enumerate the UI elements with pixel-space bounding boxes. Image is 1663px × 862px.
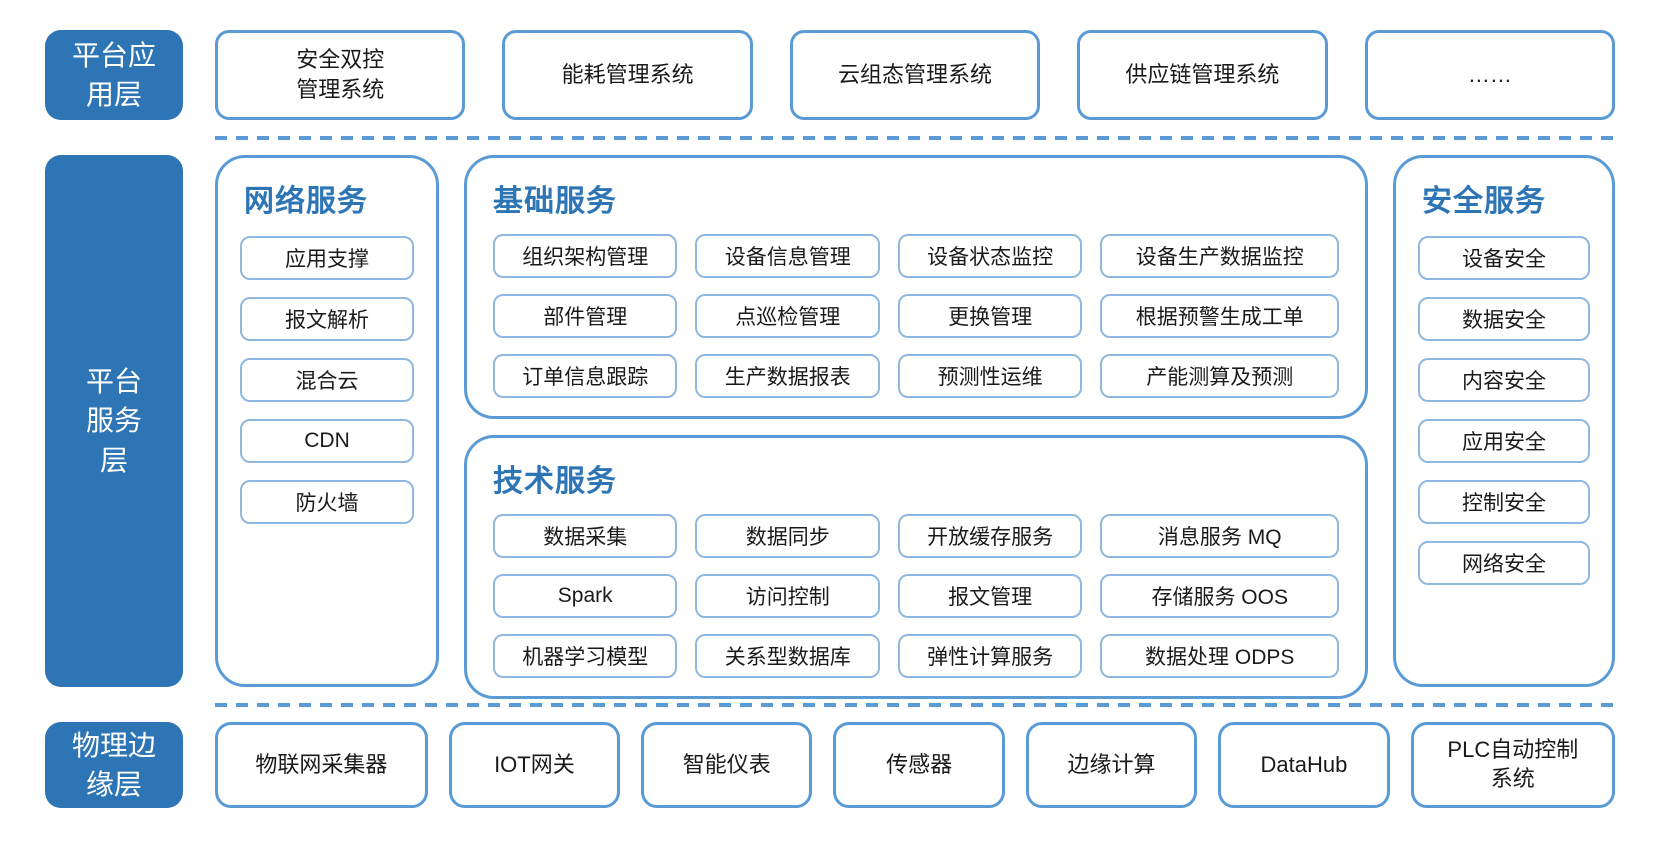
service-item: 数据安全 bbox=[1418, 297, 1590, 341]
basic-services-title: 基础服务 bbox=[493, 185, 617, 218]
service-item: 数据处理 ODPS bbox=[1100, 634, 1340, 678]
technical-services-title: 技术服务 bbox=[493, 465, 617, 498]
service-item: 设备状态监控 bbox=[897, 234, 1083, 278]
application-systems: 安全双控 管理系统 能耗管理系统 云组态管理系统 供应链管理系统 …… bbox=[215, 30, 1616, 120]
network-services-panel: 网络服务 应用支撑 报文解析 混合云 CDN 防火墙 bbox=[215, 155, 439, 687]
application-layer-label: 平台应 用层 bbox=[45, 30, 183, 120]
edge-device-box: IOT网关 bbox=[448, 722, 621, 808]
service-item: 数据同步 bbox=[695, 514, 880, 558]
physical-edge-layer-row: 物理边 缘层 物联网采集器 IOT网关 智能仪表 传感器 边缘计算 DataHu… bbox=[45, 722, 1616, 808]
app-system-box: 供应链管理系统 bbox=[1077, 30, 1328, 120]
service-item: 设备生产数据监控 bbox=[1100, 234, 1340, 278]
service-item: 预测性运维 bbox=[897, 354, 1083, 398]
service-item: 消息服务 MQ bbox=[1100, 514, 1340, 558]
service-item: 混合云 bbox=[240, 358, 414, 402]
service-item: 机器学习模型 bbox=[493, 634, 678, 678]
service-item: 弹性计算服务 bbox=[897, 634, 1083, 678]
service-item: Spark bbox=[493, 574, 678, 618]
service-item: 生产数据报表 bbox=[695, 354, 880, 398]
service-item: 访问控制 bbox=[695, 574, 880, 618]
service-item: 防火墙 bbox=[240, 480, 414, 524]
edge-devices: 物联网采集器 IOT网关 智能仪表 传感器 边缘计算 DataHub PLC自动… bbox=[215, 722, 1616, 808]
service-item: 根据预警生成工单 bbox=[1100, 294, 1340, 338]
service-item: 数据采集 bbox=[493, 514, 678, 558]
service-item: 设备安全 bbox=[1418, 236, 1590, 280]
dashed-divider-top bbox=[215, 136, 1615, 140]
service-item: 更换管理 bbox=[897, 294, 1083, 338]
service-item: 网络安全 bbox=[1418, 541, 1590, 585]
service-item: 订单信息跟踪 bbox=[493, 354, 678, 398]
technical-services-panel: 技术服务 数据采集 数据同步 开放缓存服务 消息服务 MQ Spark 访问控制… bbox=[464, 435, 1368, 699]
edge-device-box: PLC自动控制 系统 bbox=[1410, 722, 1616, 808]
network-services-title: 网络服务 bbox=[244, 185, 368, 218]
app-system-box: 安全双控 管理系统 bbox=[215, 30, 466, 120]
security-services-panel: 安全服务 设备安全 数据安全 内容安全 应用安全 控制安全 网络安全 bbox=[1393, 155, 1615, 687]
app-system-box: …… bbox=[1364, 30, 1616, 120]
service-item: 关系型数据库 bbox=[695, 634, 880, 678]
edge-device-box: 智能仪表 bbox=[641, 722, 813, 808]
edge-device-box: 物联网采集器 bbox=[215, 722, 428, 808]
service-item: 应用安全 bbox=[1418, 419, 1590, 463]
basic-services-panel: 基础服务 组织架构管理 设备信息管理 设备状态监控 设备生产数据监控 部件管理 … bbox=[464, 155, 1368, 419]
service-item: 开放缓存服务 bbox=[897, 514, 1083, 558]
service-item: 产能测算及预测 bbox=[1100, 354, 1340, 398]
service-item: 控制安全 bbox=[1418, 480, 1590, 524]
service-item: 报文解析 bbox=[240, 297, 414, 341]
service-item: 点巡检管理 bbox=[695, 294, 880, 338]
service-item: 报文管理 bbox=[897, 574, 1083, 618]
platform-service-layer-label: 平台 服务 层 bbox=[45, 155, 183, 687]
service-item: 部件管理 bbox=[493, 294, 678, 338]
application-layer-row: 平台应 用层 安全双控 管理系统 能耗管理系统 云组态管理系统 供应链管理系统 … bbox=[45, 30, 1616, 120]
service-item: CDN bbox=[240, 419, 414, 463]
edge-device-box: 传感器 bbox=[833, 722, 1005, 808]
edge-device-box: 边缘计算 bbox=[1025, 722, 1198, 808]
app-system-box: 能耗管理系统 bbox=[502, 30, 753, 120]
edge-device-box: DataHub bbox=[1218, 722, 1390, 808]
service-item: 组织架构管理 bbox=[493, 234, 678, 278]
dashed-divider-bottom bbox=[215, 703, 1615, 707]
security-services-title: 安全服务 bbox=[1422, 185, 1546, 218]
service-item: 存储服务 OOS bbox=[1100, 574, 1340, 618]
service-item: 应用支撑 bbox=[240, 236, 414, 280]
service-item: 设备信息管理 bbox=[695, 234, 880, 278]
service-item: 内容安全 bbox=[1418, 358, 1590, 402]
edge-layer-label: 物理边 缘层 bbox=[45, 722, 183, 808]
app-system-box: 云组态管理系统 bbox=[789, 30, 1041, 120]
platform-service-layer-row: 平台 服务 层 网络服务 应用支撑 报文解析 混合云 CDN 防火墙 基础服务 bbox=[45, 155, 1615, 699]
